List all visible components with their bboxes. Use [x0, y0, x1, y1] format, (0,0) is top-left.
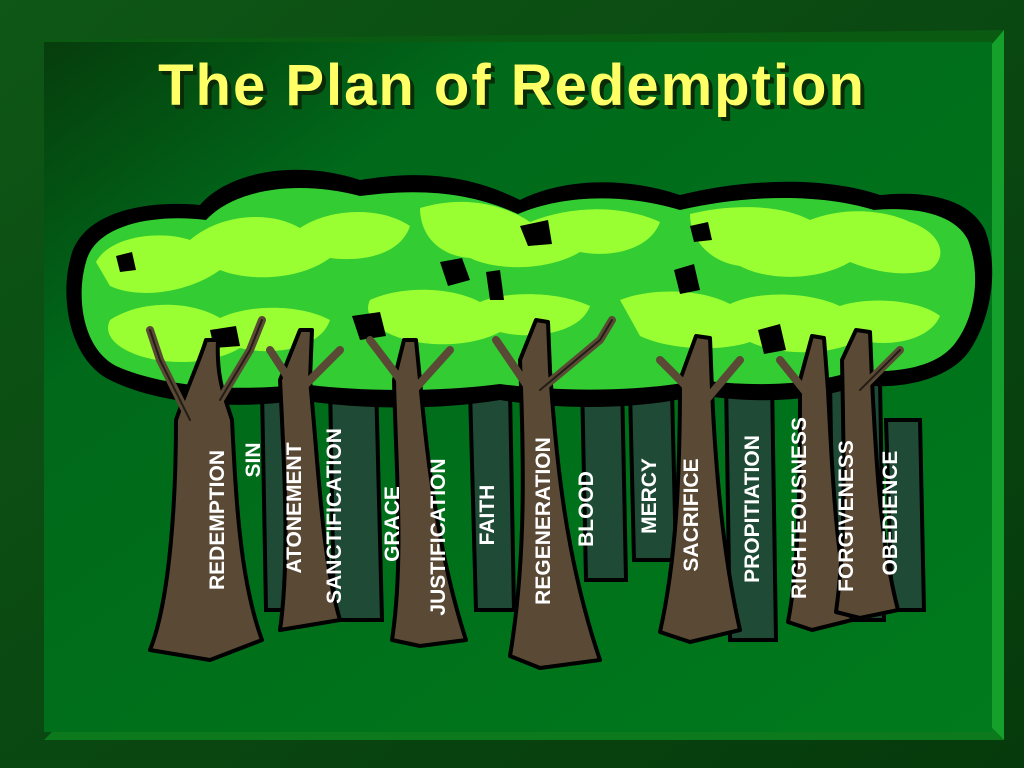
word-forgiveness: FORGIVENESS: [835, 440, 858, 592]
word-justification: JUSTIFICATION: [427, 458, 450, 616]
word-righteousness: RIGHTEOUSNESS: [788, 416, 811, 600]
word-mercy: MERCY: [638, 458, 661, 534]
bevel-right: [992, 30, 1004, 740]
word-obedience: OBEDIENCE: [879, 450, 902, 576]
word-grace: GRACE: [381, 486, 404, 562]
slide-title: The Plan of Redemption: [158, 53, 866, 118]
word-faith: FAITH: [476, 484, 499, 546]
canopy-holes: [116, 220, 786, 354]
canopy-highlights: [96, 201, 941, 363]
word-regeneration: REGENERATION: [532, 437, 555, 605]
word-propitiation: PROPITIATION: [741, 435, 764, 583]
word-sanctification: SANCTIFICATION: [323, 428, 346, 604]
word-redemption: REDEMPTION: [206, 450, 229, 591]
word-atonement: ATONEMENT: [283, 442, 306, 574]
front-trunks: [148, 318, 900, 670]
branch-outlines: [149, 319, 901, 421]
word-blood: BLOOD: [575, 471, 598, 547]
word-sin: SIN: [242, 442, 265, 478]
word-sacrifice: SACRIFICE: [680, 458, 703, 572]
